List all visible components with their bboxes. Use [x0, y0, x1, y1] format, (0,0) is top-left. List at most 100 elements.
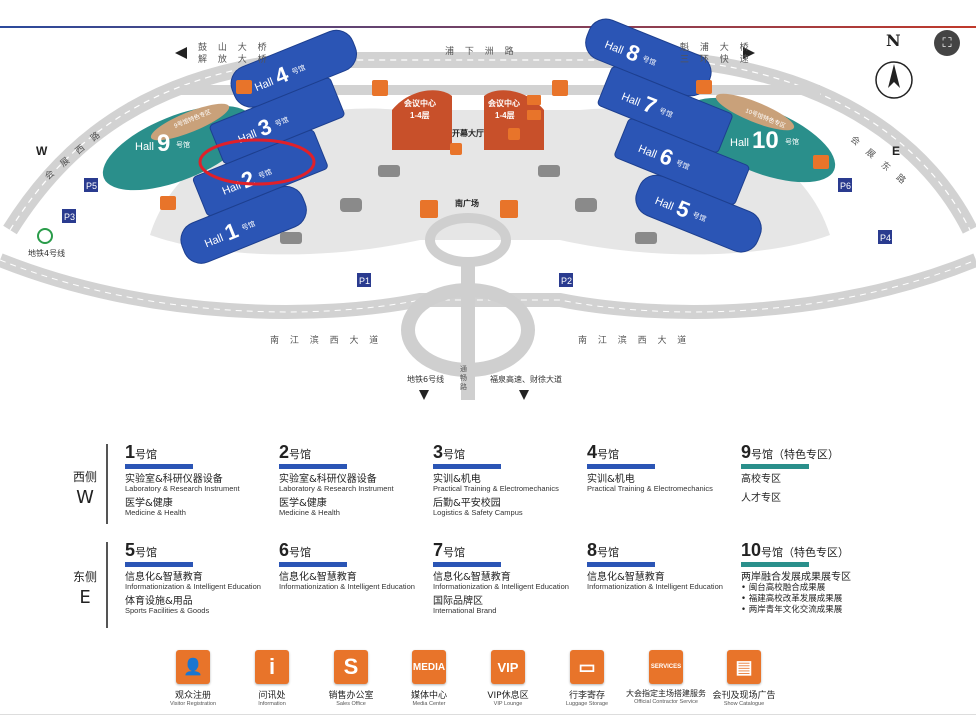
west-en: W [76, 487, 94, 508]
hall-suffix: 号馆 [597, 448, 620, 461]
meeting-center-east[interactable]: 会议中心 1-4层 [484, 90, 544, 150]
meeting-center-west[interactable]: 会议中心 1-4层 [392, 90, 452, 150]
item-cn: 信息化&智慧教育 [125, 572, 203, 583]
legend-hall-6-num: 6 [279, 540, 290, 560]
hall-5[interactable]: Hall 5 号馆 [630, 170, 766, 258]
east-label: E [892, 144, 900, 158]
vip-map-icon [527, 110, 541, 120]
legend-hall-7: 7号馆 信息化&智慧教育 Informationization & Intell… [433, 540, 583, 619]
hall-7[interactable]: Hall 7 号馆 [597, 66, 733, 154]
south-plaza-label: 南广场 [455, 198, 479, 208]
hall-suffix: 号馆 [135, 448, 158, 461]
east-en: E [79, 587, 91, 608]
service-visitor-registration[interactable]: 👤 观众注册 Visitor Registration [153, 650, 233, 707]
hall-color-bar [433, 464, 501, 469]
visitor-registration-icon: 👤 [176, 650, 210, 684]
service-show-catalogue[interactable]: ▤ 会刊及现场广告 Show Catalogue [704, 650, 784, 707]
parking-p3[interactable]: P3 [62, 209, 76, 223]
item-cn: 医学&健康 [125, 497, 173, 509]
service-luggage-storage[interactable]: ▭ 行李寄存 Luggage Storage [547, 650, 627, 707]
meeting-room-map-icon-10b [813, 155, 829, 169]
hall-9-suffix: 号馆 [176, 140, 190, 149]
service-cn: 观众注册 [174, 691, 211, 701]
hall-9-number: 9 [157, 130, 170, 157]
parking-p2-label: P2 [561, 276, 572, 286]
service-media-center[interactable]: MEDIA 媒体中心 Media Center [389, 650, 469, 707]
hall-color-bar [125, 464, 193, 469]
information-map-icon [450, 143, 462, 155]
catering-map-icon-east [552, 80, 568, 96]
meeting-room-map-icon-9 [236, 80, 252, 94]
sales-office-icon: S [334, 650, 368, 684]
service-cn: 媒体中心 [410, 691, 447, 701]
road-top: 浦 下 洲 路 [445, 45, 518, 57]
entrance-kiosk [378, 165, 400, 177]
item-cn: 国际品牌区 [433, 595, 483, 607]
bottom-divider [0, 714, 976, 715]
hall-6[interactable]: Hall 6 号馆 [614, 118, 750, 206]
legend-hall-1: 1号馆 实验室&科研仪器设备 Laboratory & Research Ins… [125, 442, 275, 521]
road-bottom-right: 南 江 滨 西 大 道 [578, 334, 690, 346]
item-cn: 信息化&智慧教育 [433, 572, 511, 583]
legend-hall-3: 3号馆 实训&机电 Practical Training & Electrome… [433, 442, 583, 521]
item-en: Laboratory & Research Instrument [279, 484, 394, 493]
bullet-item: • 闽台高校融合成果展 [741, 583, 826, 593]
hall-suffix: 号馆 [289, 448, 312, 461]
parking-p1[interactable]: P1 [357, 273, 371, 287]
hall-1[interactable]: Hall 1 号馆 [176, 181, 312, 269]
arrow-down-icon [519, 390, 529, 400]
service-information[interactable]: i 问讯处 Information [232, 650, 312, 707]
visitor-registration-map-icon [420, 200, 438, 218]
service-sales-office[interactable]: S 销售办公室 Sales Office [311, 650, 391, 707]
item-en: International Brand [433, 605, 497, 615]
hall-8[interactable]: Hall 8 号馆 [580, 14, 716, 102]
entrance-kiosk [538, 165, 560, 177]
item-cn: 实验室&科研仪器设备 [125, 474, 223, 485]
item-en: Informationization & Intelligent Educati… [279, 582, 415, 591]
service-icons: 👤 观众注册 Visitor Registration i 问讯处 Inform… [0, 650, 976, 720]
east-side-label: 东侧 E [70, 568, 100, 608]
bullet-item: • 两岸青年文化交流成果展 [741, 605, 843, 615]
road-bottom-left: 南 江 滨 西 大 道 [270, 334, 382, 346]
west-divider [106, 444, 108, 524]
north-compass: N [875, 31, 913, 99]
scan-icon[interactable]: ⛶ [934, 30, 960, 56]
hall-color-bar [279, 562, 347, 567]
hall-color-bar [433, 562, 501, 567]
item-en: Practical Training & Electromechanics [587, 484, 713, 493]
hall-suffix: 号馆 [443, 546, 466, 559]
meeting-west-line1: 会议中心 [404, 98, 436, 108]
service-vip-lounge[interactable]: VIP VIP休息区 VIP Lounge [468, 650, 548, 707]
metro6-label: 地铁6号线 [407, 374, 444, 384]
sales-office-map-icon [508, 128, 520, 140]
service-cn: 大会指定主场搭建服务 [626, 689, 706, 698]
parking-p6[interactable]: P6 [838, 178, 852, 192]
hall-10-number: 10 [752, 127, 779, 154]
information-icon: i [255, 650, 289, 684]
service-en: Media Center [412, 701, 446, 707]
hall-4[interactable]: Hall 4 号馆 [226, 25, 362, 113]
service-cn: VIP休息区 [487, 691, 529, 701]
service-en: Luggage Storage [565, 701, 609, 707]
service-cn: 销售办公室 [328, 691, 374, 701]
hall-color-bar [587, 562, 655, 567]
visitor-registration-map-icon-east [500, 200, 518, 218]
legend-hall-8: 8号馆 信息化&智慧教育 Informationization & Intell… [587, 540, 737, 596]
vip-lounge-icon: VIP [491, 650, 525, 684]
east-divider [106, 542, 108, 628]
parking-p5[interactable]: P5 [84, 178, 98, 192]
meeting-room-map-icon-10 [696, 80, 712, 94]
service-official-contractor[interactable]: SERVICES 大会指定主场搭建服务 Official Contractor … [626, 650, 706, 705]
parking-p2[interactable]: P2 [559, 273, 573, 287]
item-en: Practical Training & Electromechanics [433, 484, 559, 493]
item-cn: 实验室&科研仪器设备 [279, 474, 377, 485]
media-center-icon: MEDIA [412, 650, 446, 684]
parking-p3-label: P3 [64, 212, 75, 222]
media-map-icon [527, 95, 541, 105]
legend-hall-10-num: 10 [741, 540, 762, 560]
official-contractor-icon: SERVICES [649, 650, 683, 684]
hall-9-word: Hall [135, 141, 154, 153]
legend-hall-9-num: 9 [741, 442, 752, 462]
parking-p4[interactable]: P4 [878, 230, 892, 244]
item-en: Logistics & Safety Campus [433, 507, 523, 517]
